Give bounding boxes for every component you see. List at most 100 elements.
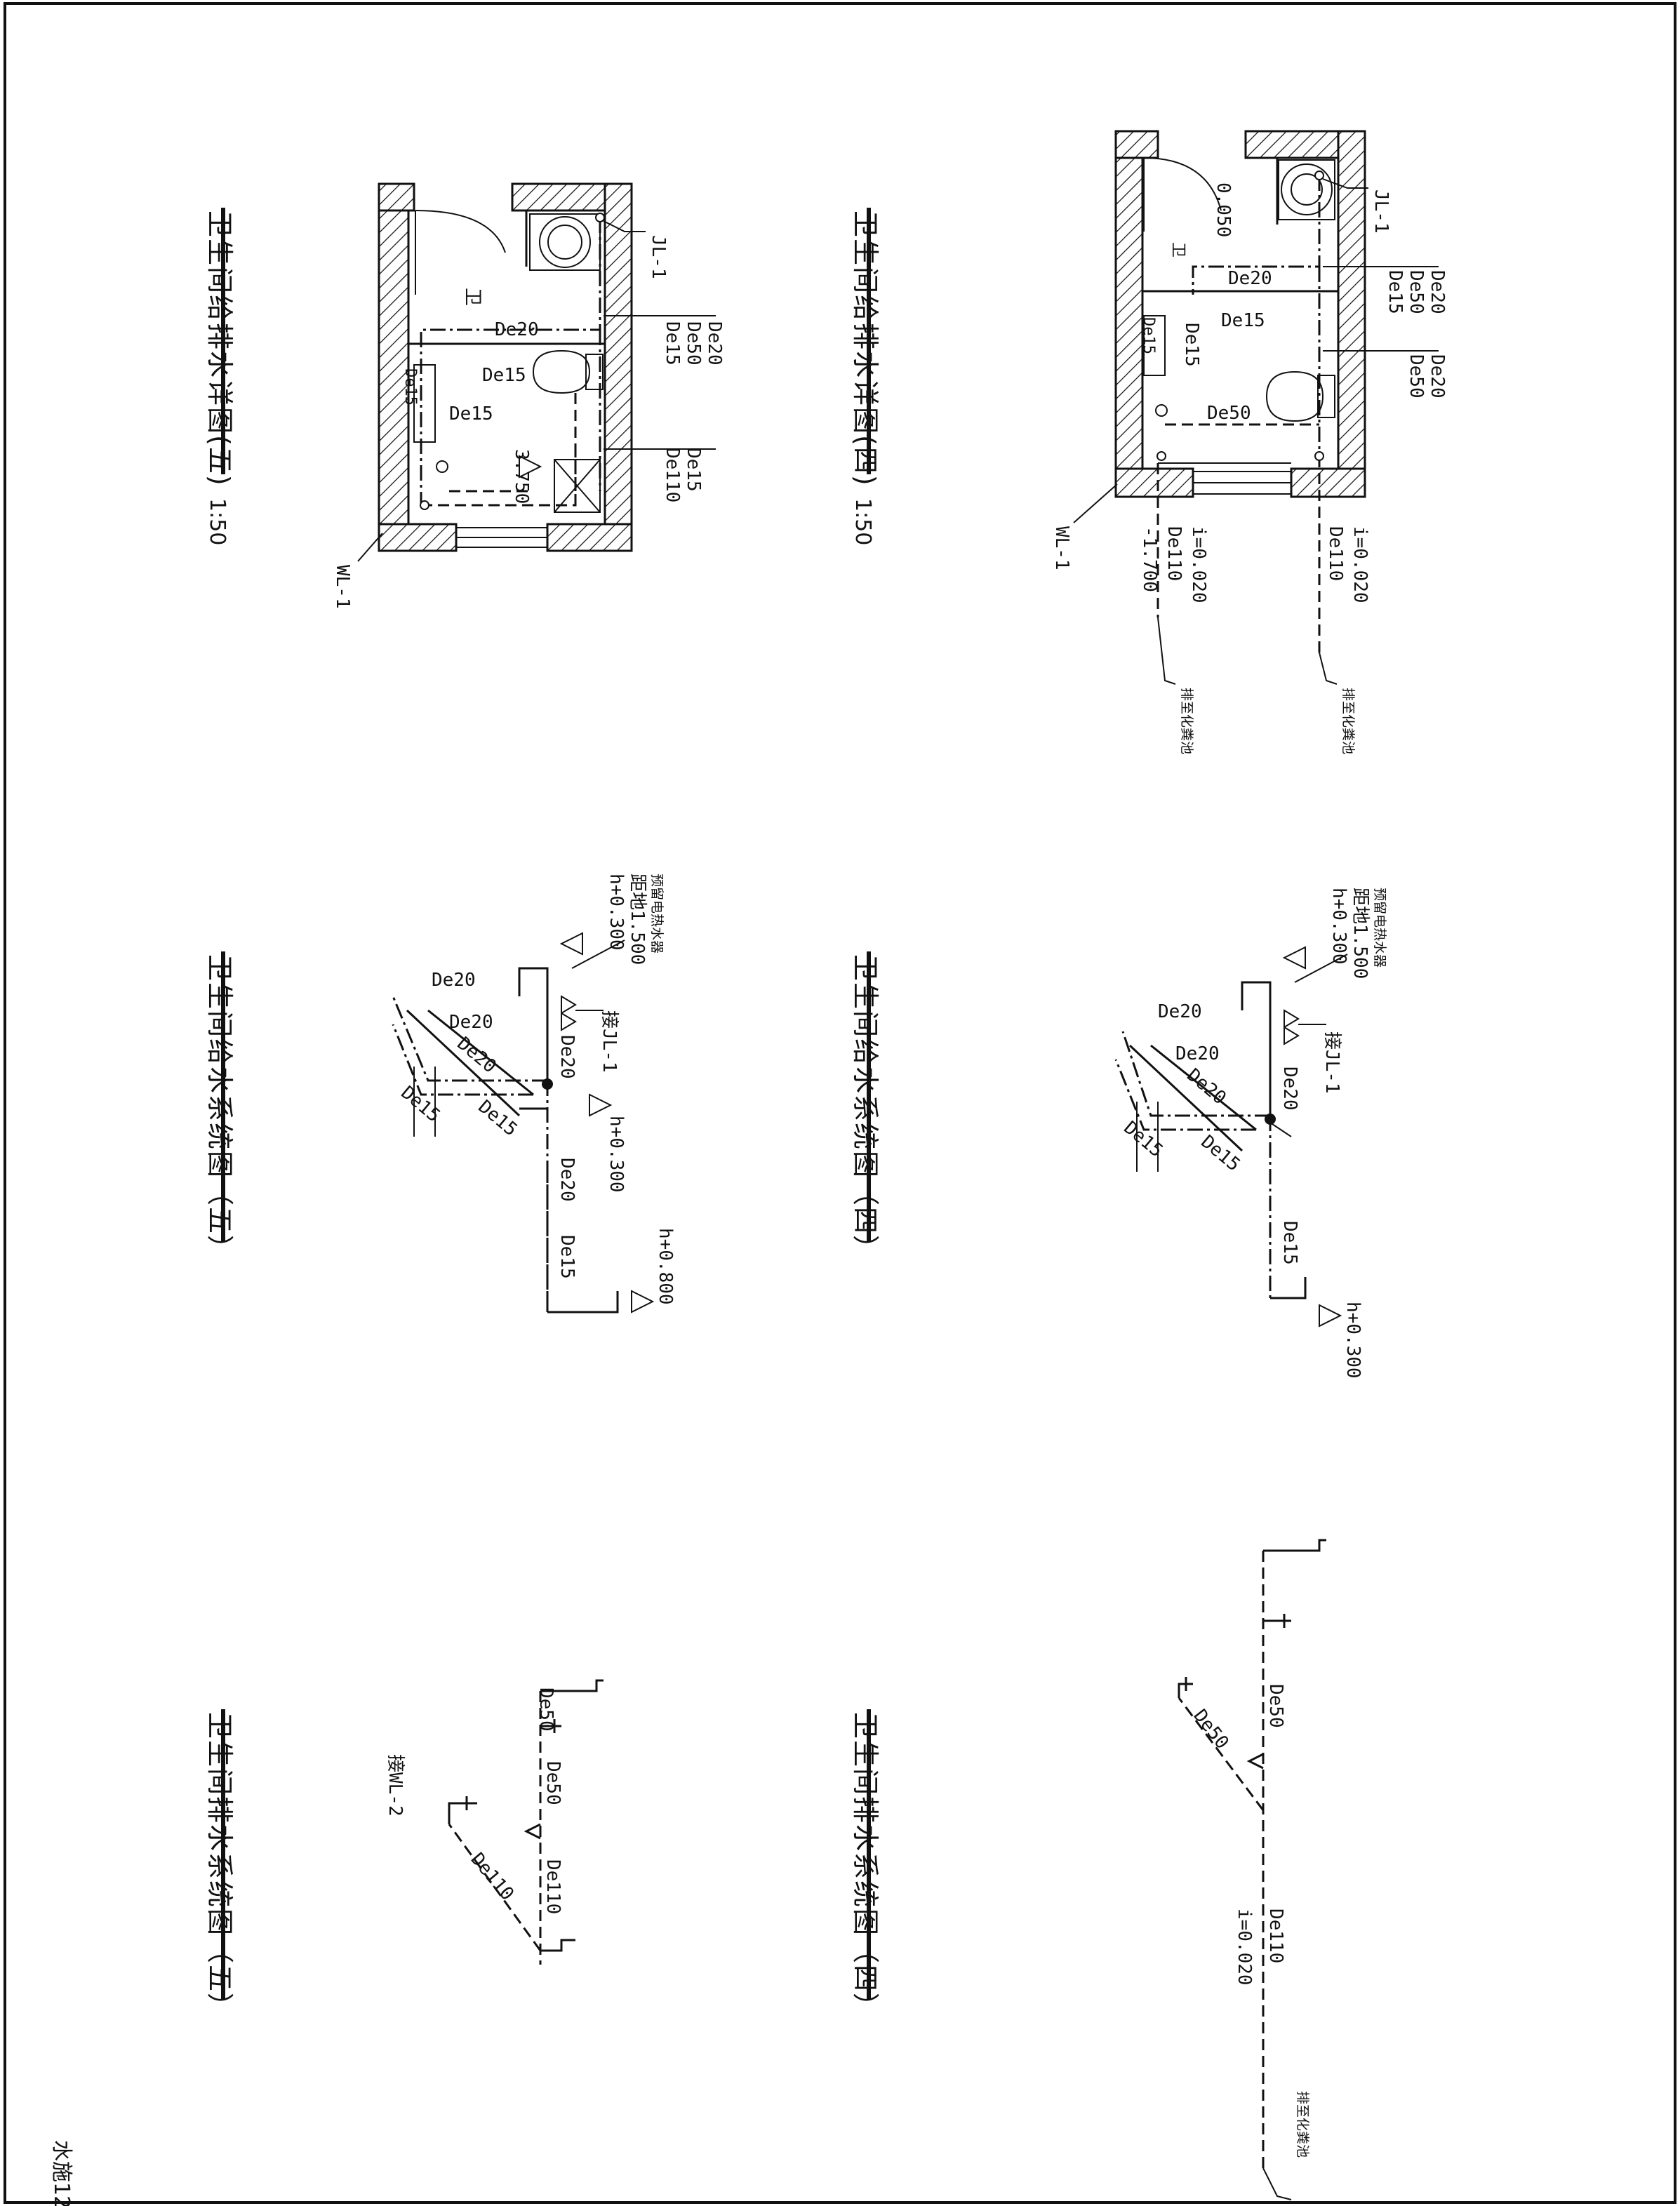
d4-to-septic-b: 排至化粪池 bbox=[1340, 688, 1356, 754]
s5-p1: De20 bbox=[432, 970, 476, 991]
d5-stack-4: De15 bbox=[683, 448, 704, 492]
wall-right-4 bbox=[1337, 130, 1366, 497]
s4-heater: 预留电热水器 bbox=[1372, 888, 1387, 968]
d4-stack-3: De15 bbox=[1385, 270, 1406, 314]
sheet-number: 水施12 bbox=[49, 2140, 74, 2206]
s4-p5: De15 bbox=[1279, 1221, 1300, 1265]
wall-left-4 bbox=[1114, 130, 1144, 497]
title-detail-4: 卫生间给排水详图(四) 1:50 bbox=[850, 208, 881, 545]
s4-connect: 接JL-1 bbox=[1321, 1031, 1342, 1094]
d5-wei-label: 卫 bbox=[462, 288, 483, 306]
d4-jl-label: JL-1 bbox=[1371, 189, 1392, 234]
d4-to-septic-a: 排至化粪池 bbox=[1179, 688, 1194, 754]
title-supply-5-text: 卫生间给水系统图（五） bbox=[204, 954, 235, 1263]
d4-stack-1: De20 bbox=[1427, 270, 1448, 314]
dr4-p2: De50 bbox=[1189, 1706, 1232, 1753]
dr4-slope: i=0.020 bbox=[1234, 1908, 1255, 1986]
title-detail-5-text: 卫生间给排水详图(五) bbox=[204, 210, 235, 487]
d5-de15-b: De15 bbox=[449, 403, 493, 425]
dr4-p1: De50 bbox=[1265, 1684, 1286, 1728]
s5-p5: De20 bbox=[556, 1158, 578, 1202]
wall-bottom-right-4 bbox=[1290, 467, 1366, 498]
s4-p2: De20 bbox=[1175, 1043, 1220, 1064]
title-drain-4-text: 卫生间排水系统图（四） bbox=[850, 1712, 881, 2021]
d4-de50: De50 bbox=[1207, 403, 1251, 424]
d5-de20: De20 bbox=[495, 319, 539, 340]
title-supply-4: 卫生间给水系统图（四） bbox=[850, 951, 881, 1263]
sheet-border bbox=[4, 2, 1676, 2204]
title-detail-4-scale: 1:50 bbox=[851, 498, 875, 545]
dr5-p3: De110 bbox=[542, 1859, 564, 1914]
dr5-p1: De50 bbox=[535, 1687, 556, 1732]
s5-heater-dist: 距地1.500 bbox=[627, 874, 648, 965]
s5-p7: De15 bbox=[397, 1082, 444, 1126]
d5-de15-a: De15 bbox=[482, 365, 526, 386]
s4-p7: De15 bbox=[1197, 1131, 1244, 1175]
d4-wl-label: WL-1 bbox=[1051, 526, 1072, 570]
d5-elev: 3.750 bbox=[511, 449, 532, 504]
title-supply-4-text: 卫生间给水系统图（四） bbox=[850, 954, 881, 1263]
wall-right-5 bbox=[604, 182, 633, 552]
s5-heater: 预留电热水器 bbox=[649, 874, 665, 954]
s5-p3: De20 bbox=[453, 1033, 500, 1077]
s4-p1: De20 bbox=[1158, 1001, 1202, 1022]
d5-stack-5: De110 bbox=[662, 448, 683, 502]
dr5-p4: De110 bbox=[467, 1849, 518, 1904]
d5-wl-label: WL-1 bbox=[332, 565, 353, 609]
d4-de20: De20 bbox=[1228, 268, 1272, 289]
dr4-p3: De110 bbox=[1265, 1908, 1286, 1963]
wall-bottom-right-5 bbox=[546, 523, 633, 552]
d5-stack-3: De15 bbox=[662, 321, 683, 366]
d4-de15-c: De15 bbox=[1140, 317, 1157, 354]
s5-elev-2: h+0.300 bbox=[606, 1116, 627, 1193]
d4-wei-label: 卫 bbox=[1169, 242, 1187, 258]
drain-system-5: De50 De50 De110 De110 接WL-2 bbox=[385, 1679, 604, 1965]
d4-stack-4: De20 bbox=[1427, 354, 1448, 399]
s5-p2: De20 bbox=[449, 1012, 493, 1033]
d4-out-a-size: De110 bbox=[1164, 526, 1185, 581]
plan-detail-4: JL-1 WL-1 卫 0.050 De20 De15 De15 De15 De… bbox=[1051, 130, 1448, 754]
s4-elev-1: h+0.300 bbox=[1328, 888, 1349, 965]
d4-stack-5: De50 bbox=[1406, 354, 1427, 399]
dr5-p2: De50 bbox=[542, 1761, 564, 1805]
s5-elev-3: h+0.800 bbox=[655, 1228, 676, 1305]
title-detail-5: 卫生间给排水详图(五) 1:50 bbox=[204, 208, 235, 545]
d5-stack-1: De20 bbox=[704, 321, 725, 366]
d4-out-b-size: De110 bbox=[1325, 526, 1346, 581]
s5-p4: De20 bbox=[556, 1035, 578, 1079]
d5-jl-label: JL-1 bbox=[648, 235, 669, 279]
title-supply-5: 卫生间给水系统图（五） bbox=[204, 951, 235, 1263]
drain-system-4: De50 De50 De110 i=0.020 排至化粪池 bbox=[1178, 1539, 1326, 2200]
wall-bottom-left-5 bbox=[378, 523, 458, 552]
d4-out-a-slope: i=0.020 bbox=[1188, 526, 1209, 603]
title-drain-5-text: 卫生间排水系统图（五） bbox=[204, 1712, 235, 2021]
title-detail-4-text: 卫生间给排水详图(四) bbox=[850, 210, 881, 487]
wall-top-left-5 bbox=[378, 182, 415, 212]
s4-p6: De15 bbox=[1120, 1117, 1167, 1161]
title-drain-5: 卫生间排水系统图（五） bbox=[204, 1709, 235, 2021]
dr5-connect: 接WL-2 bbox=[385, 1754, 406, 1817]
s5-p6: De15 bbox=[556, 1235, 578, 1279]
dr4-to-septic: 排至化粪池 bbox=[1295, 2091, 1310, 2158]
d4-stack-2: De50 bbox=[1406, 270, 1427, 314]
s5-connect: 接JL-1 bbox=[599, 1010, 620, 1073]
title-drain-4: 卫生间排水系统图（四） bbox=[850, 1709, 881, 2021]
s5-p8: De15 bbox=[474, 1096, 521, 1140]
supply-system-4: 预留电热水器 距地1.500 h+0.300 接JL-1 h+0.300 De2… bbox=[1114, 888, 1387, 1379]
plan-detail-5: JL-1 WL-1 卫 De20 De15 De15 De15 3.750 De… bbox=[332, 182, 725, 609]
s5-elev-1: h+0.300 bbox=[606, 874, 627, 951]
supply-system-5: 预留电热水器 距地1.500 h+0.300 接JL-1 h+0.300 h+0… bbox=[392, 874, 676, 1313]
s4-p4: De20 bbox=[1279, 1067, 1300, 1111]
s4-elev-2: h+0.300 bbox=[1342, 1302, 1364, 1379]
d4-de15-a: De15 bbox=[1221, 310, 1265, 331]
wall-bottom-left-4 bbox=[1114, 467, 1194, 498]
d4-out-b-slope: i=0.020 bbox=[1349, 526, 1371, 603]
d5-stack-2: De50 bbox=[683, 321, 704, 366]
d5-de15-c: De15 bbox=[401, 368, 419, 406]
s4-heater-dist: 距地1.500 bbox=[1349, 888, 1371, 979]
d4-elev-top: 0.050 bbox=[1213, 182, 1234, 237]
wall-top-left-4 bbox=[1114, 130, 1159, 159]
d4-out-a-elev: -1.700 bbox=[1139, 526, 1160, 592]
d4-de15-b: De15 bbox=[1181, 323, 1202, 367]
